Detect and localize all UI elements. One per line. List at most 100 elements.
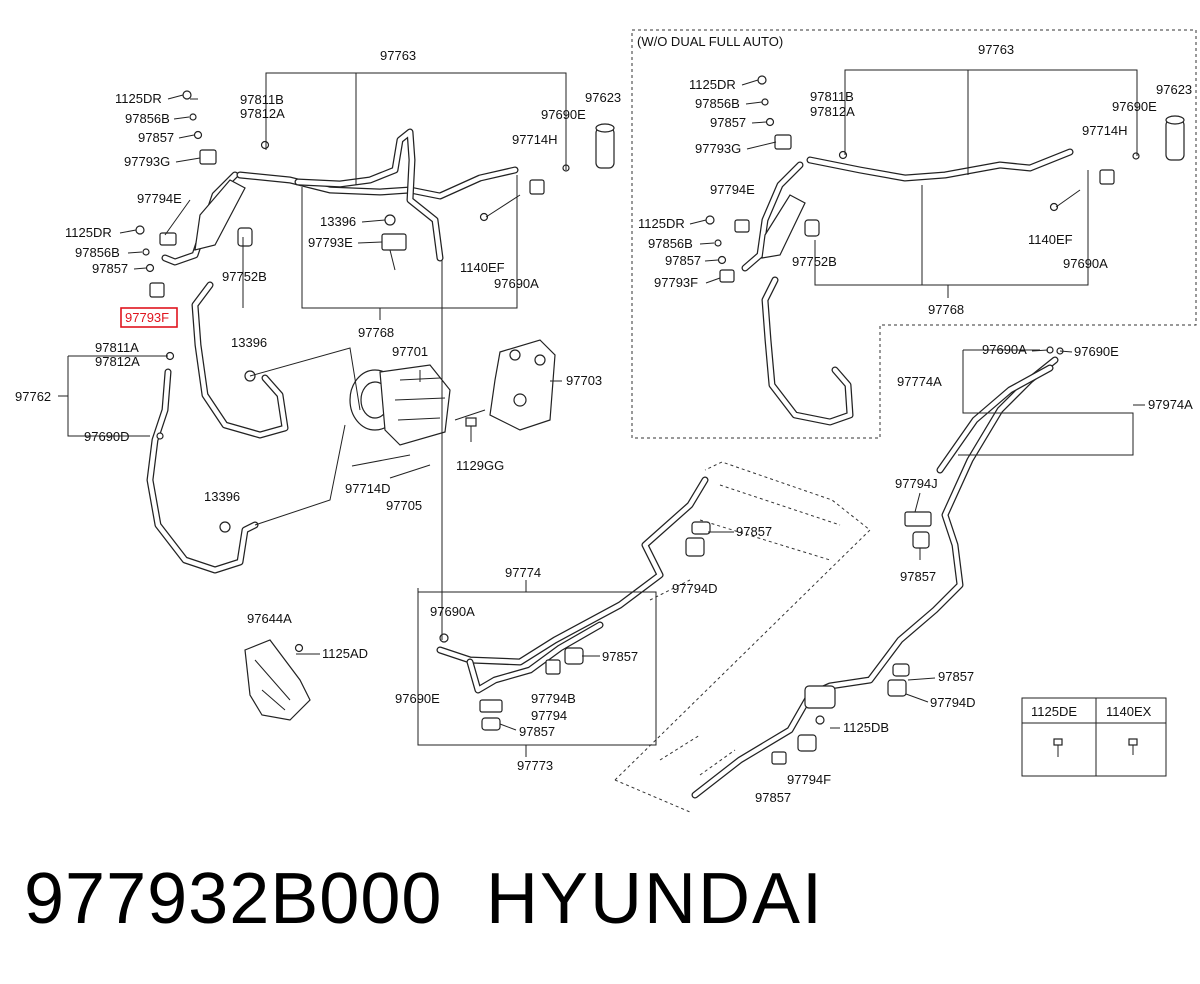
highlight-box [120, 307, 178, 328]
label-97793f-highlighted: 97793F [125, 310, 169, 325]
label-1140ef: 1140EF [460, 260, 505, 275]
label-97857: 97857 [710, 115, 746, 130]
table-header-1125de: 1125DE [1031, 704, 1077, 719]
muffler-left [194, 179, 253, 251]
label-97857: 97857 [92, 261, 128, 276]
label-97812a: 97812A [95, 354, 140, 369]
label-97856b: 97856B [648, 236, 693, 251]
label-1125dr: 1125DR [638, 216, 685, 231]
label-97623: 97623 [585, 90, 621, 105]
parts-diagram: 97763 1125DR 97856B 97857 97793G 97811B … [15, 29, 1197, 813]
label-97690a: 97690A [1063, 256, 1108, 271]
label-97794e: 97794E [137, 191, 182, 206]
label-1125dr: 1125DR [115, 91, 162, 106]
compressor [349, 364, 451, 446]
label-97793e: 97793E [308, 235, 353, 250]
label-97856b: 97856B [695, 96, 740, 111]
fastener-table: 1125DE 1140EX [1021, 697, 1167, 777]
label-1125dr: 1125DR [689, 77, 736, 92]
label-97690a: 97690A [982, 342, 1027, 357]
label-97793f: 97793F [654, 275, 698, 290]
label-97811b: 97811B [240, 92, 284, 107]
label-97768: 97768 [358, 325, 394, 340]
label-97690e: 97690E [541, 107, 586, 122]
receiver-dryer-inset [1165, 115, 1185, 161]
label-97763-main: 97763 [380, 48, 416, 63]
bolt-icon [1053, 738, 1063, 757]
label-1125ad: 1125AD [322, 646, 368, 661]
muffler-inset [761, 194, 820, 259]
label-97714h: 97714H [1082, 123, 1128, 138]
compressor-bracket [489, 339, 556, 431]
label-97856b: 97856B [75, 245, 120, 260]
small-fasteners [135, 75, 1140, 725]
label-97794f: 97794F [787, 772, 831, 787]
label-97690e: 97690E [395, 691, 440, 706]
label-97623: 97623 [1156, 82, 1192, 97]
label-13396: 13396 [320, 214, 356, 229]
label-97857: 97857 [602, 649, 638, 664]
label-97857: 97857 [665, 253, 701, 268]
muffler-right [804, 685, 836, 709]
label-97714d: 97714D [345, 481, 391, 496]
label-97857: 97857 [519, 724, 555, 739]
label-97705: 97705 [386, 498, 422, 513]
label-97690a: 97690A [494, 276, 539, 291]
label-97794j: 97794J [895, 476, 938, 491]
label-97794d: 97794D [672, 581, 718, 596]
footer: 977932B000 HYUNDAI [24, 858, 1184, 968]
label-13396: 13396 [231, 335, 267, 350]
label-97762: 97762 [15, 389, 51, 404]
part-labels: 97763 1125DR 97856B 97857 97793G 97811B … [15, 34, 1193, 805]
label-97714h: 97714H [512, 132, 558, 147]
label-97768: 97768 [928, 302, 964, 317]
hose-set [146, 128, 1074, 799]
label-97773: 97773 [517, 758, 553, 773]
label-97811b: 97811B [810, 89, 854, 104]
table-header-1140ex: 1140EX [1106, 704, 1152, 719]
label-97812a: 97812A [810, 104, 855, 119]
label-1129gg: 1129GG [456, 458, 504, 473]
label-1125dr: 1125DR [65, 225, 112, 240]
bolt-icon [1128, 738, 1138, 755]
label-97690a: 97690A [430, 604, 475, 619]
label-97794e: 97794E [710, 182, 755, 197]
label-97857: 97857 [755, 790, 791, 805]
receiver-dryer-left [595, 123, 615, 169]
label-97812a: 97812A [240, 106, 285, 121]
brand-name: HYUNDAI [486, 859, 825, 939]
label-97811a: 97811A [95, 340, 139, 355]
label-1140ef: 1140EF [1028, 232, 1073, 247]
label-97752b: 97752B [792, 254, 837, 269]
label-97690e: 97690E [1074, 344, 1119, 359]
label-97856b: 97856B [125, 111, 170, 126]
label-ticks [119, 79, 1073, 731]
components [135, 75, 1185, 765]
label-97857: 97857 [138, 130, 174, 145]
label-97763-inset: 97763 [978, 42, 1014, 57]
label-97774: 97774 [505, 565, 541, 580]
heat-shield [244, 639, 311, 721]
label-97857: 97857 [736, 524, 772, 539]
label-97857: 97857 [938, 669, 974, 684]
label-97793g: 97793G [124, 154, 170, 169]
label-97690e: 97690E [1112, 99, 1157, 114]
label-97774a: 97774A [897, 374, 942, 389]
clamps [149, 134, 1115, 765]
label-97794b: 97794B [531, 691, 576, 706]
label-97794d: 97794D [930, 695, 976, 710]
label-97703: 97703 [566, 373, 602, 388]
label-97857: 97857 [900, 569, 936, 584]
label-1125db: 1125DB [843, 720, 889, 735]
label-97701: 97701 [392, 344, 428, 359]
leader-lines [58, 69, 1145, 757]
part-number-title: 977932B000 [24, 859, 443, 939]
bolt-1129gg [465, 417, 477, 442]
label-97752b: 97752B [222, 269, 267, 284]
label-97690d: 97690D [84, 429, 130, 444]
label-97793g: 97793G [695, 141, 741, 156]
label-13396: 13396 [204, 489, 240, 504]
label-97974a: 97974A [1148, 397, 1193, 412]
dashed-outlines [614, 29, 1197, 813]
inset-note: (W/O DUAL FULL AUTO) [637, 34, 783, 49]
